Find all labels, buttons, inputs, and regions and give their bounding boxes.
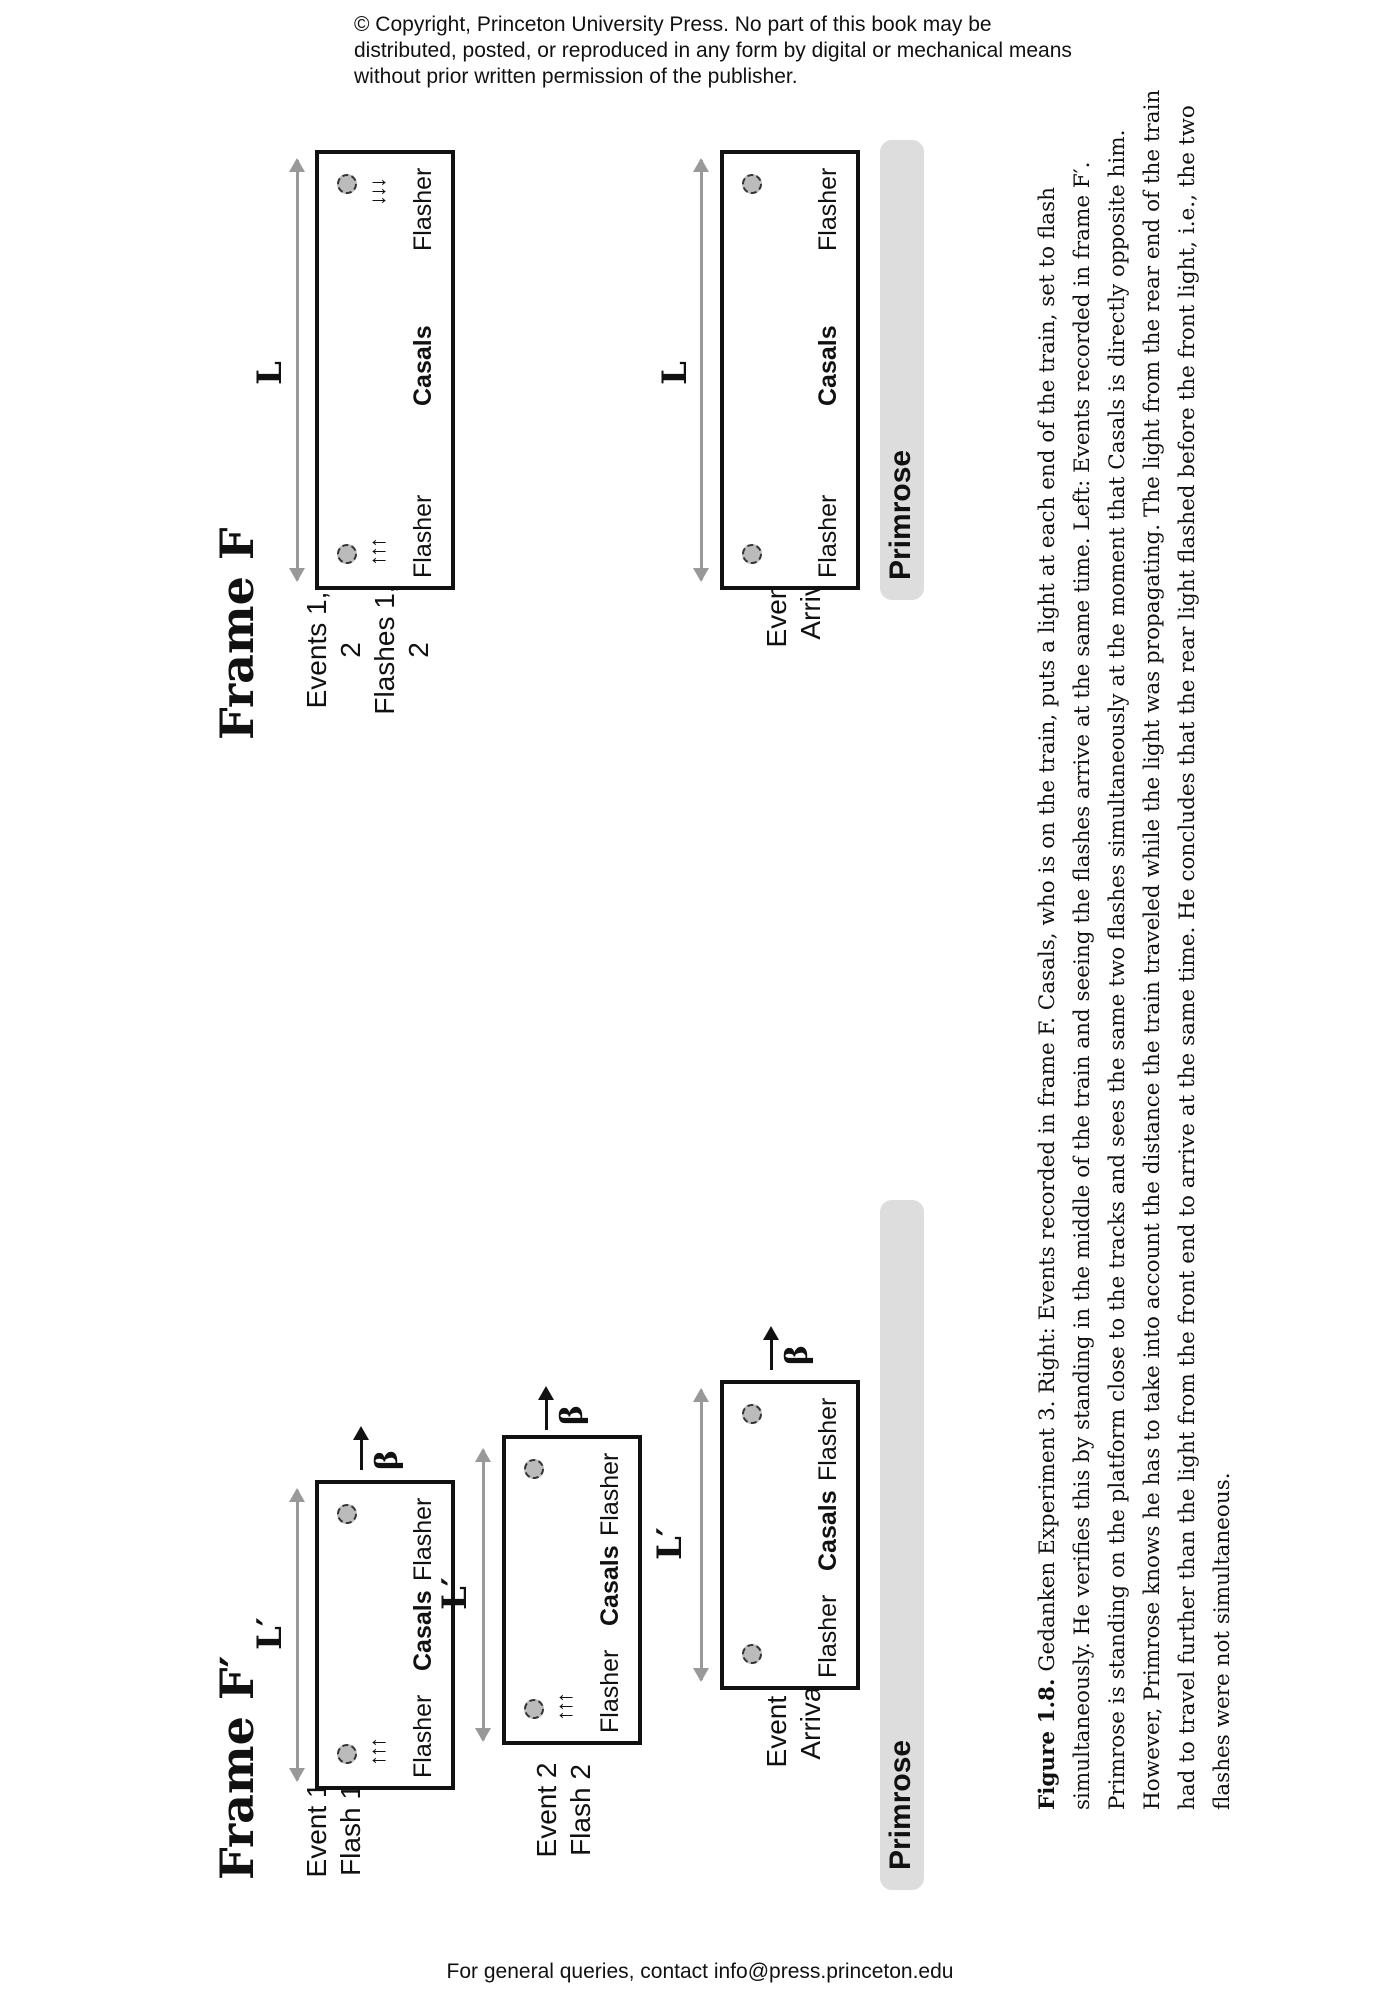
beta-label: β bbox=[555, 1405, 590, 1425]
train-car-f1: ↑↑↑ Flasher Casals Flasher ↓↓↓ bbox=[315, 150, 455, 590]
velocity-arrow-icon bbox=[360, 1430, 363, 1470]
front-lamp bbox=[337, 1504, 357, 1524]
beta-label: β bbox=[370, 1450, 405, 1470]
velocity-arrow-icon bbox=[545, 1390, 548, 1430]
rear-lamp bbox=[337, 544, 357, 564]
flasher-label-rear: Flasher bbox=[409, 1694, 437, 1778]
flasher-label-front: Flasher bbox=[596, 1452, 624, 1536]
footer-contact: For general queries, contact info@press.… bbox=[446, 1960, 954, 1983]
length-prime-label-2: L′ bbox=[435, 1577, 475, 1610]
flasher-label-rear: Flasher bbox=[596, 1649, 624, 1733]
rear-lamp bbox=[742, 1644, 762, 1664]
light-arrows-right: ↑↑↑ bbox=[552, 1694, 577, 1721]
caption-label: Figure 1.8. bbox=[1035, 1678, 1060, 1810]
flasher-label-front: Flasher bbox=[409, 167, 437, 251]
casals-label: Casals bbox=[409, 1590, 437, 1671]
casals-label: Casals bbox=[814, 325, 842, 406]
rear-lamp bbox=[742, 544, 762, 564]
flash2-text: Flash 2 bbox=[565, 1764, 596, 1856]
events12-text: Events 1, 2 bbox=[301, 591, 366, 709]
casals-label: Casals bbox=[814, 1490, 842, 1571]
length-label-2: L bbox=[655, 361, 695, 385]
train-car-3: Flasher Casals Flasher bbox=[720, 1380, 860, 1690]
frame-title: Frame F bbox=[210, 527, 264, 740]
light-arrows-right: ↑↑↑ bbox=[365, 1739, 390, 1766]
length-prime-dimension-2 bbox=[482, 1450, 485, 1740]
flasher-label-rear: Flasher bbox=[409, 494, 437, 578]
casals-label: Casals bbox=[596, 1545, 624, 1626]
length-prime-label-3: L′ bbox=[650, 1527, 690, 1560]
front-lamp bbox=[742, 1404, 762, 1424]
light-arrows-right: ↑↑↑ bbox=[365, 539, 390, 566]
flasher-label-front: Flasher bbox=[409, 1497, 437, 1581]
train-car-f2: Flasher Casals Flasher bbox=[720, 150, 860, 590]
length-prime-dimension-3 bbox=[700, 1390, 703, 1680]
front-lamp bbox=[742, 174, 762, 194]
figure-caption: Figure 1.8. Gedanken Experiment 3. Right… bbox=[1030, 80, 1240, 1810]
flashes12-text: Flashes 1, 2 bbox=[369, 585, 434, 715]
length-label-1: L bbox=[250, 361, 290, 385]
flasher-label-front: Flasher bbox=[814, 167, 842, 251]
primrose-label-right: Primrose bbox=[884, 449, 917, 580]
flasher-label-rear: Flasher bbox=[814, 494, 842, 578]
events12-label: Events 1, 2 Flashes 1, 2 bbox=[300, 580, 436, 720]
beta-label: β bbox=[780, 1345, 815, 1365]
train-car-1: ↑↑↑ Flasher Casals Flasher bbox=[315, 1480, 455, 1790]
event2-label: Event 2 Flash 2 bbox=[530, 1750, 598, 1870]
primrose-label-left: Primrose bbox=[884, 1739, 917, 1870]
casals-label: Casals bbox=[409, 325, 437, 406]
rear-lamp bbox=[337, 1744, 357, 1764]
frame-prime-title: Frame F′ bbox=[210, 1655, 264, 1880]
velocity-arrow-icon bbox=[770, 1330, 773, 1370]
caption-text: Gedanken Experiment 3. Right: Events rec… bbox=[1035, 89, 1235, 1810]
length-dimension-1 bbox=[296, 160, 299, 580]
copyright-notice: © Copyright, Princeton University Press.… bbox=[354, 13, 1072, 88]
length-dimension-2 bbox=[700, 160, 703, 580]
front-lamp bbox=[524, 1459, 544, 1479]
front-lamp bbox=[337, 174, 357, 194]
train-car-2: ↑↑↑ Flasher Casals Flasher bbox=[502, 1435, 642, 1745]
flasher-label-rear: Flasher bbox=[814, 1594, 842, 1678]
light-arrows-left: ↓↓↓ bbox=[365, 179, 390, 206]
length-prime-label-1: L′ bbox=[250, 1617, 290, 1650]
event2-text: Event 2 bbox=[531, 1762, 562, 1858]
flasher-label-front: Flasher bbox=[814, 1397, 842, 1481]
rear-lamp bbox=[524, 1699, 544, 1719]
length-prime-dimension bbox=[296, 1490, 299, 1780]
